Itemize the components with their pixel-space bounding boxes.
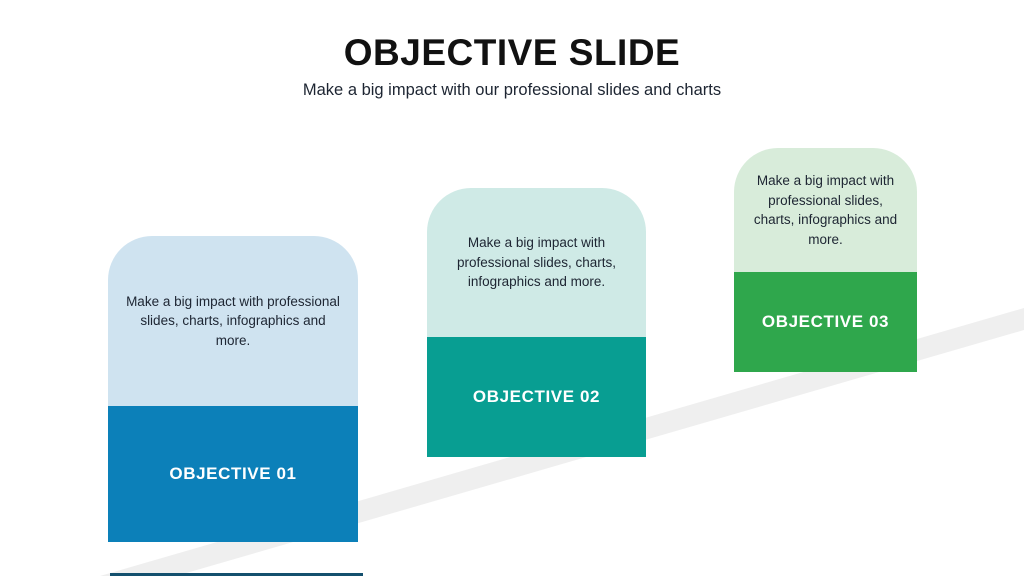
objective-1-label-panel: OBJECTIVE 01 [108, 406, 358, 542]
objective-3-label: OBJECTIVE 03 [761, 312, 890, 331]
slide-header: OBJECTIVE SLIDE Make a big impact with o… [0, 34, 1024, 99]
objective-card-1: Make a big impact with professional slid… [108, 236, 358, 542]
objective-3-description: Make a big impact with professional slid… [753, 173, 898, 247]
objective-1-description: Make a big impact with professional slid… [126, 293, 340, 348]
slide-subtitle: Make a big impact with our professional … [302, 81, 722, 99]
objective-2-description-panel: Make a big impact with professional slid… [427, 188, 646, 337]
objective-3-label-panel: OBJECTIVE 03 [734, 272, 917, 372]
bottom-accent-line [110, 573, 363, 576]
objective-2-label-panel: OBJECTIVE 02 [427, 337, 646, 457]
objective-1-label: OBJECTIVE 01 [169, 464, 297, 483]
objective-2-description: Make a big impact with professional slid… [456, 235, 617, 290]
objective-card-3: Make a big impact with professional slid… [734, 148, 917, 372]
objective-3-description-panel: Make a big impact with professional slid… [734, 148, 917, 272]
slide-title: OBJECTIVE SLIDE [343, 32, 681, 73]
objective-card-2: Make a big impact with professional slid… [427, 188, 646, 457]
objective-2-label: OBJECTIVE 02 [472, 387, 601, 406]
objective-1-description-panel: Make a big impact with professional slid… [108, 236, 358, 406]
